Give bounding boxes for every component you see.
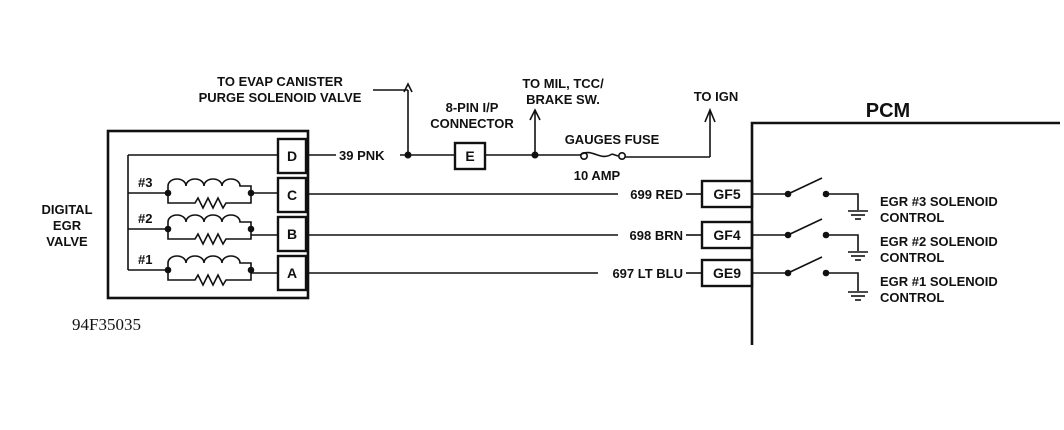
connector-label-line1: 8-PIN I/P <box>446 100 499 115</box>
ign-label: TO IGN <box>694 89 739 104</box>
egr1-control-line2: CONTROL <box>880 290 944 305</box>
connector-e-pin: E <box>465 148 474 164</box>
connector-e-box <box>453 141 487 171</box>
solenoid-1 <box>128 255 278 287</box>
connector-label-line2: CONNECTOR <box>430 116 514 131</box>
egr-valve-housing <box>106 129 310 300</box>
pcm-switch-2 <box>752 218 868 261</box>
valve-pin-a: A <box>287 265 297 281</box>
pcm-boundary <box>750 121 1060 345</box>
solenoid-2-label: #2 <box>138 211 152 226</box>
wire-39-pnk-label: 39 PNK <box>339 148 385 163</box>
pcm-switch-1 <box>752 256 868 301</box>
pcm-switch-3 <box>752 177 868 220</box>
egr2-control-line2: CONTROL <box>880 250 944 265</box>
terminal-gf4: GF4 <box>713 227 740 243</box>
terminal-ge9: GE9 <box>713 265 741 281</box>
solenoid-2 <box>128 214 278 246</box>
wire-699-red-label: 699 RED <box>630 187 683 202</box>
wire-698-brn-label: 698 BRN <box>630 228 683 243</box>
wire-697-lt-blu-label: 697 LT BLU <box>612 266 683 281</box>
valve-pin-b: B <box>287 226 297 242</box>
egr3-control-line1: EGR #3 SOLENOID <box>880 194 998 209</box>
pcm-title: PCM <box>866 100 910 122</box>
ign-branch <box>625 107 716 158</box>
egr3-control-line2: CONTROL <box>880 210 944 225</box>
gauges-fuse-label: GAUGES FUSE <box>565 132 660 147</box>
egr-valve-label-line2: EGR <box>53 218 82 233</box>
terminal-gf5: GF5 <box>713 186 740 202</box>
egr-valve-label-line1: DIGITAL <box>41 202 92 217</box>
evap-label-line1: TO EVAP CANISTER <box>217 74 343 89</box>
evap-label-line2: PURGE SOLENOID VALVE <box>199 90 362 105</box>
valve-pin-c: C <box>287 187 297 203</box>
figure-id: 94F35035 <box>72 315 141 334</box>
gauges-fuse-symbol <box>579 151 626 161</box>
mil-label-line2: BRAKE SW. <box>526 92 600 107</box>
mil-label-line1: TO MIL, TCC/ <box>522 76 604 91</box>
valve-pin-d: D <box>287 148 297 164</box>
egr2-control-line1: EGR #2 SOLENOID <box>880 234 998 249</box>
solenoid-3-label: #3 <box>138 175 152 190</box>
solenoid-3 <box>128 178 278 210</box>
valve-pin-column <box>276 137 308 292</box>
pcm-terminals <box>700 179 754 288</box>
fuse-amp-label: 10 AMP <box>574 168 621 183</box>
solenoid-1-label: #1 <box>138 252 152 267</box>
mil-branch <box>529 108 541 159</box>
egr1-control-line1: EGR #1 SOLENOID <box>880 274 998 289</box>
egr-valve-label-line3: VALVE <box>46 234 88 249</box>
